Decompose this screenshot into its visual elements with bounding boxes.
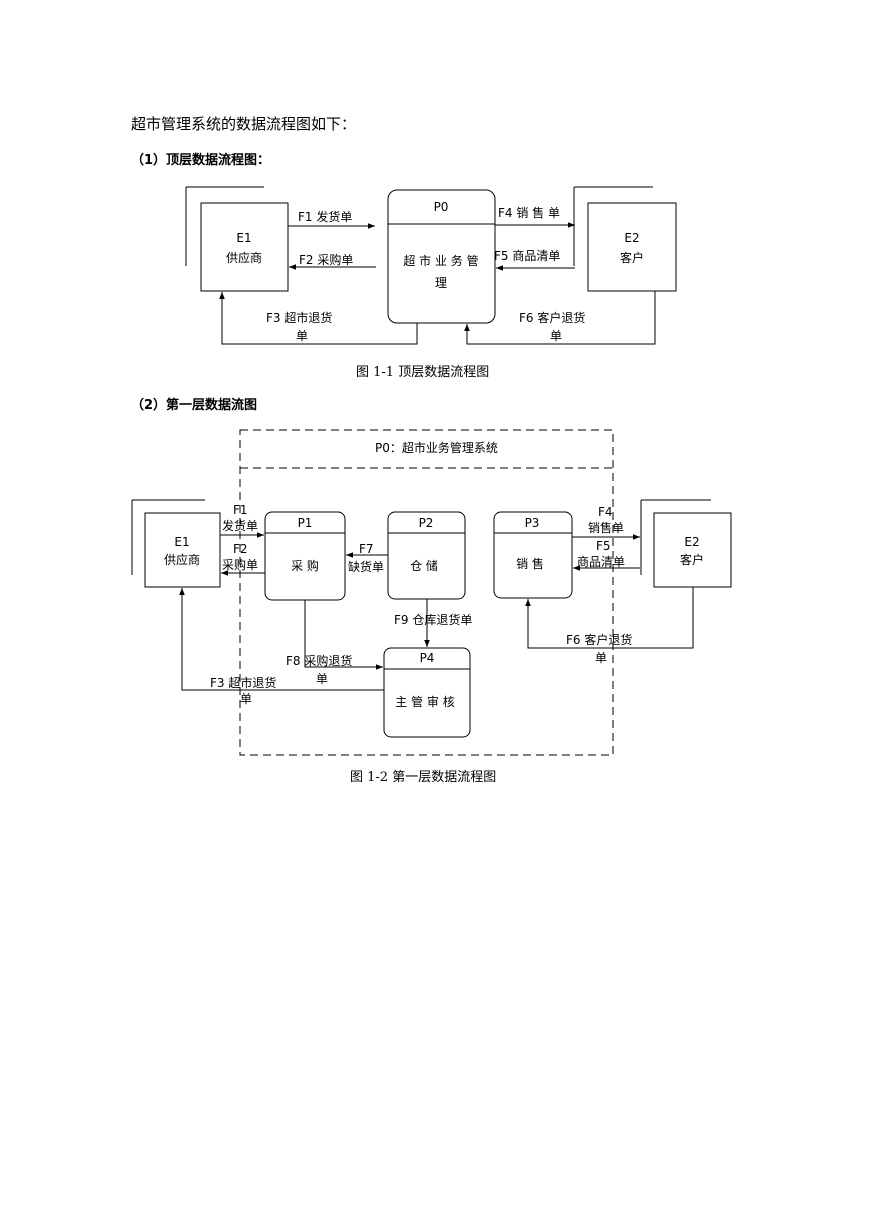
- flow-f3-label-l1-line1: F3 超市退货: [210, 675, 276, 690]
- flow-f6-label-l1-line1: F6 客户退货: [566, 632, 632, 647]
- p3-id: P3: [525, 516, 540, 530]
- flow-f6-label-l1-line2: 单: [595, 651, 607, 665]
- flow-f8-arrow: [304, 600, 383, 670]
- boundary-p0: [239, 429, 614, 756]
- diagram-first-level-labels: P0：超市业务管理系统 E1 供应商 E2 客户 P1 采 购 P2 仓 储 P…: [164, 440, 704, 709]
- flow-f6-arrow: [464, 291, 656, 345]
- flow-f6-label-line2: 单: [550, 329, 562, 343]
- e1-name: 供应商: [226, 250, 262, 265]
- flow-f5-label-l1-line1: F5: [596, 539, 611, 553]
- p2-name: 仓 储: [410, 558, 438, 573]
- flow-f1-label: F1 发货单: [298, 209, 352, 224]
- p4-id: P4: [420, 651, 435, 665]
- flow-f3-arrow: [219, 292, 418, 345]
- p0-name-line2: 理: [435, 276, 447, 290]
- p4-name: 主 管 审 核: [395, 694, 454, 709]
- flow-f4-label-l1-line2: 销售单: [588, 520, 624, 535]
- caption-figure-1-2: 图 1-2 第一层数据流程图: [350, 770, 497, 785]
- flow-f2-label-l1-line2: 采购单: [222, 557, 258, 572]
- diagram-first-level: [131, 429, 732, 756]
- p3-name: 销 售: [516, 556, 544, 571]
- diagram-top-level: [185, 186, 677, 345]
- entity-e2-customer-l1: [640, 499, 732, 588]
- p0-id: P0: [434, 200, 449, 214]
- e1-id: E1: [236, 231, 251, 245]
- e1-id-l1: E1: [174, 535, 189, 549]
- e2-id: E2: [624, 231, 639, 245]
- entity-e1-supplier: [185, 186, 289, 292]
- e2-id-l1: E2: [684, 535, 699, 549]
- e2-name: 客户: [620, 250, 644, 265]
- flow-f3-arrow-l1: [179, 588, 384, 691]
- flow-f5-label-l1-line2: 商品清单: [577, 554, 625, 569]
- e2-name-l1: 客户: [680, 552, 704, 567]
- process-p0: [387, 189, 496, 324]
- flow-f5-label: F5 商品清单: [494, 248, 560, 263]
- section-heading-first-level: （2）第一层数据流图: [131, 398, 258, 413]
- flow-f3-label-l1-line2: 单: [240, 692, 252, 706]
- p2-id: P2: [419, 516, 434, 530]
- flow-f7-label-line1: F7: [359, 542, 374, 556]
- entity-e2-customer: [573, 186, 677, 292]
- flow-f3-label-line2: 单: [296, 329, 308, 343]
- boundary-label: P0：超市业务管理系统: [375, 440, 498, 455]
- entity-e1-supplier-l1: [131, 499, 221, 588]
- process-p2: [387, 511, 466, 600]
- process-p3: [493, 511, 573, 599]
- flow-f8-label-line2: 单: [316, 672, 328, 686]
- intro-text: 超市管理系统的数据流程图如下：: [131, 115, 357, 133]
- flow-f8-label-line1: F8 采购退货: [286, 653, 352, 668]
- p1-name: 采 购: [291, 558, 319, 573]
- flow-f6-label-line1: F6 客户退货: [519, 310, 585, 325]
- p1-id: P1: [298, 516, 313, 530]
- flow-f4-label-l1-line1: F4: [598, 505, 613, 519]
- section-heading-top-level: （1）顶层数据流程图：: [131, 153, 271, 168]
- flow-f3-label-line1: F3 超市退货: [266, 310, 332, 325]
- caption-figure-1-1: 图 1-1 顶层数据流程图: [356, 365, 490, 380]
- process-p1: [264, 511, 346, 601]
- flow-f9-label: F9 仓库退货单: [394, 612, 472, 627]
- e1-name-l1: 供应商: [164, 552, 200, 567]
- p0-name-line1: 超 市 业 务 管: [403, 253, 478, 268]
- flow-f4-label: F4 销 售 单: [498, 205, 560, 220]
- diagram-top-level-labels: E1 供应商 E2 客户 P0 超 市 业 务 管 理 F1 发货单 F2 采购…: [226, 200, 644, 343]
- flow-f7-label-line2: 缺货单: [348, 559, 384, 574]
- process-p4: [383, 647, 471, 738]
- flow-f1-label-l1-line2: 发货单: [222, 518, 258, 533]
- flow-f1-label-l1-line1: F1: [233, 503, 248, 517]
- flow-f2-label-l1-line1: F2: [233, 542, 248, 556]
- flow-f6-arrow-l1: [525, 587, 694, 649]
- flow-f2-label: F2 采购单: [299, 252, 353, 267]
